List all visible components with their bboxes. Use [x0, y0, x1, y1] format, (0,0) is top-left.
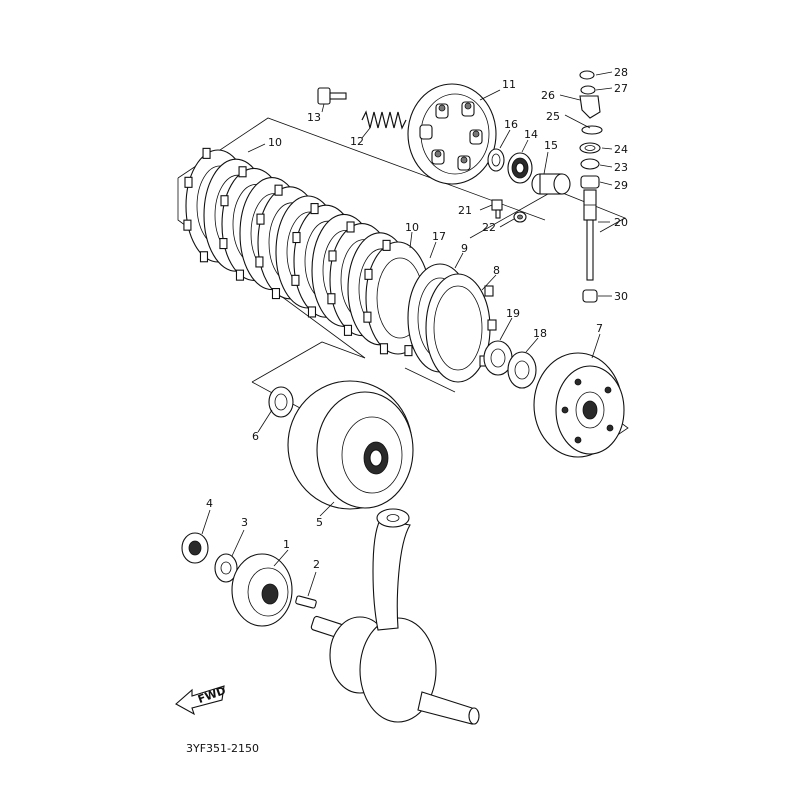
fwd-arrow-icon: FWD — [175, 684, 228, 716]
callouts: 1 2 3 4 5 6 7 8 9 10 10 11 12 13 14 15 1… — [206, 66, 628, 571]
callout-23: 23 — [614, 161, 628, 174]
primary-drive-gear-1 — [231, 553, 293, 627]
callout-3: 3 — [241, 516, 248, 529]
push-plate-15 — [531, 173, 571, 195]
clutch-plate-tab — [364, 268, 373, 280]
callout-13: 13 — [307, 111, 321, 124]
callout-4: 4 — [206, 497, 213, 510]
clutch-plate-tab — [328, 250, 337, 262]
callout-8: 8 — [493, 264, 500, 277]
clutch-plate-tab — [184, 176, 193, 188]
clutch-plate-tab — [346, 221, 355, 233]
callout-7: 7 — [596, 322, 603, 335]
leader-lines — [201, 71, 613, 597]
callout-20: 20 — [614, 216, 628, 229]
bolt-21 — [491, 199, 503, 219]
clutch-plate-tab — [220, 195, 229, 207]
thrust-washer-6 — [268, 386, 294, 418]
clutch-plate-tab — [274, 184, 283, 196]
clutch-plate-tab — [219, 238, 228, 250]
clutch-plate-tab — [202, 147, 211, 159]
clutch-plate-tab — [199, 251, 209, 263]
callout-16: 16 — [504, 118, 518, 131]
callout-25: 25 — [546, 110, 560, 123]
clutch-plate-tab — [292, 231, 301, 244]
callout-17: 17 — [432, 230, 446, 243]
callout-19: 19 — [506, 307, 520, 320]
callout-21: 21 — [458, 204, 472, 217]
callout-10-far: 10 — [268, 136, 282, 149]
callout-15: 15 — [544, 139, 558, 152]
bearing-14 — [507, 152, 533, 184]
clutch-housing-5 — [287, 380, 414, 510]
clutch-boss-7 — [533, 352, 625, 458]
callout-24: 24 — [614, 143, 628, 156]
push-lever-assembly — [579, 70, 603, 303]
clutch-plate-tab — [382, 239, 391, 251]
clutch-plate-tab — [235, 269, 245, 281]
callout-1: 1 — [283, 538, 290, 551]
callout-2: 2 — [313, 558, 320, 571]
callout-29: 29 — [614, 179, 628, 192]
callout-5: 5 — [316, 516, 323, 529]
woodruff-key-2 — [295, 595, 317, 609]
clutch-plate-tab — [327, 293, 336, 305]
callout-28: 28 — [614, 66, 628, 79]
clutch-plate-tab — [238, 166, 247, 178]
oil-seal-4 — [181, 532, 209, 564]
clutch-plate-tab — [343, 324, 353, 336]
callout-26: 26 — [541, 89, 555, 102]
callout-14: 14 — [524, 128, 538, 141]
clutch-plate-tab — [291, 274, 300, 286]
callout-11: 11 — [502, 78, 516, 91]
lock-washer-18 — [507, 351, 537, 389]
callout-27: 27 — [614, 82, 628, 95]
clutch-plate-tab — [183, 219, 192, 231]
washer-16 — [487, 148, 505, 172]
lock-washer-3 — [214, 553, 238, 583]
clutch-plate-tab — [255, 256, 264, 268]
clutch-spring — [361, 110, 407, 130]
clutch-plate-tab — [310, 203, 319, 215]
drawing-code: 3YF351-2150 — [186, 742, 259, 755]
callout-6: 6 — [252, 430, 259, 443]
clutch-plate-tab — [256, 213, 265, 225]
crankshaft — [310, 508, 480, 725]
clutch-plate-8 — [425, 273, 497, 383]
callout-30: 30 — [614, 290, 628, 303]
callout-22: 22 — [482, 221, 496, 234]
callout-9: 9 — [461, 242, 468, 255]
clutch-plate-tab — [404, 345, 413, 357]
clutch-plate-tab — [271, 288, 281, 300]
callout-10-near: 10 — [405, 221, 419, 234]
pressure-plate — [407, 83, 497, 185]
nut-22 — [513, 211, 527, 223]
clutch-plate-tab — [363, 311, 372, 323]
clutch-plate-tab — [379, 343, 389, 355]
callout-12: 12 — [350, 135, 364, 148]
clutch-plate-stack — [183, 147, 431, 357]
clutch-plate-tab — [307, 306, 317, 318]
clutch-spring-bolt — [317, 87, 347, 105]
callout-18: 18 — [533, 327, 547, 340]
